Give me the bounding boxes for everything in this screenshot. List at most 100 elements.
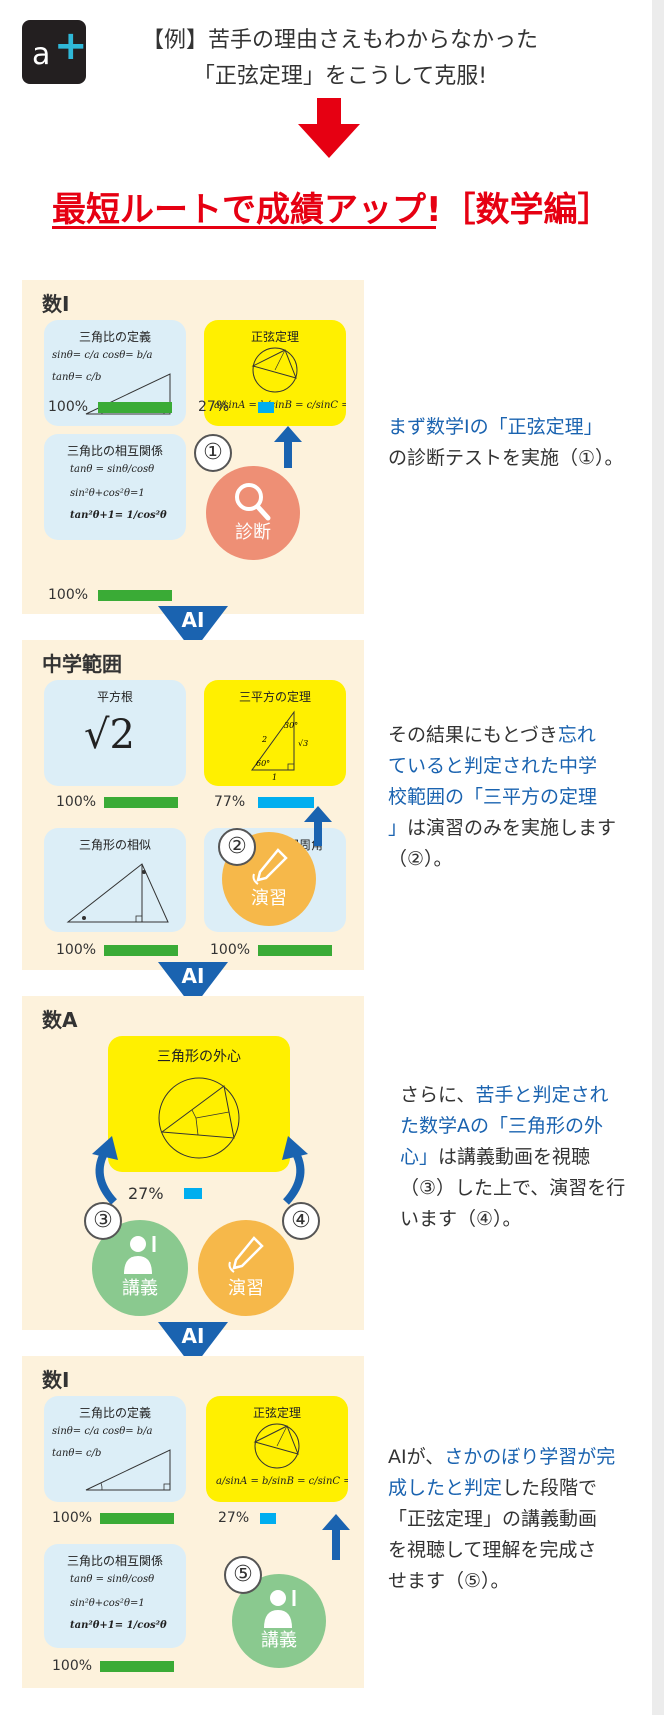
formula: tanθ = sinθ/cosθ: [70, 1574, 155, 1585]
card-title: 正弦定理: [252, 1406, 301, 1420]
card-pythagorean: 三平方の定理 30° 60° 2 √3 1: [204, 680, 346, 786]
up-arrow-icon: [322, 1514, 350, 1560]
formula: a/sinA = b/sinB = c/sinC = 2R: [216, 1476, 348, 1487]
formula: a/sinA = b/sinB = c/sinC = 2R: [214, 400, 346, 411]
desc-text: せます（⑤）。: [388, 1570, 510, 1592]
scrollbar[interactable]: [652, 0, 664, 1715]
desc-highlight: 苦手と判定され: [475, 1084, 609, 1106]
badge-label: 演習: [228, 1278, 264, 1299]
ai-arrow-icon: [158, 962, 228, 1008]
circle-triangle-figure: [251, 347, 298, 393]
progress-text: 27%: [218, 1510, 250, 1526]
card-title: 正弦定理: [250, 330, 299, 344]
svg-text:30°: 30°: [284, 721, 298, 730]
intro-line-1: 【例】苦手の理由さえもわからなかった: [141, 28, 538, 53]
up-arrow-icon: [304, 806, 332, 846]
sqrt-symbol: √2: [84, 712, 135, 758]
formula: tanθ= c/b: [52, 1448, 102, 1459]
headline: 最短ルートで成績アップ!［数学編］: [52, 190, 612, 230]
svg-text:1: 1: [272, 773, 277, 780]
triangle-30-60-figure: 30° 60° 2 √3 1: [251, 710, 308, 780]
similar-triangle-figure: [66, 863, 169, 923]
svg-text:2: 2: [261, 735, 267, 744]
badge-label: 講義: [122, 1278, 158, 1299]
ai-label: AI: [181, 964, 205, 988]
desc-text: （③）した上で、演習を行: [400, 1177, 626, 1199]
teacher-icon: [124, 1236, 156, 1274]
step-number: ②: [218, 828, 256, 866]
desc-highlight: 忘れ: [557, 724, 596, 746]
section-math1-lecture: 数Ⅰ 三角比の定義 sinθ= c/a cosθ= b/a tanθ= c/b …: [22, 1356, 364, 1688]
red-down-arrow-icon: [298, 98, 360, 158]
section-title: 数Ⅰ: [42, 292, 70, 316]
progress-text: 100%: [210, 942, 251, 958]
card-title: 平方根: [96, 690, 133, 704]
progress-bar: [98, 402, 172, 413]
card-circumcenter: 三角形の外心: [108, 1036, 290, 1172]
card-trig-definition: 三角比の定義 sinθ= c/a cosθ= b/a tanθ= c/b: [44, 1396, 186, 1502]
desc-text: AIが、: [388, 1446, 445, 1468]
card-trig-relations: 三角比の相互関係 tanθ = sinθ/cosθ sin²θ+cos²θ=1 …: [44, 434, 186, 540]
ai-arrow-icon: [158, 1322, 228, 1368]
card-title: 三角比の定義: [78, 330, 151, 344]
progress-text: 100%: [48, 399, 89, 415]
desc-text: さらに、: [400, 1084, 476, 1106]
up-arrow-icon: [274, 426, 302, 468]
step-number: ①: [194, 434, 232, 472]
progress-bar: [100, 1513, 174, 1524]
plus-icon: +: [54, 23, 88, 69]
formula: tanθ = sinθ/cosθ: [70, 464, 155, 475]
progress-bar: [100, 1661, 174, 1672]
card-title: 三角比の相互関係: [66, 444, 163, 458]
circle-triangle-figure: [253, 1423, 300, 1469]
magnifier-icon: [235, 483, 271, 521]
card-title: 三角比の相互関係: [66, 1554, 163, 1568]
progress-text: 77%: [214, 794, 246, 810]
desc-text: した段階で: [502, 1477, 598, 1499]
section-title: 中学範囲: [42, 652, 122, 676]
card-similar-triangles: 三角形の相似: [44, 828, 186, 932]
progress-text: 100%: [52, 1658, 93, 1674]
svg-text:√3: √3: [298, 739, 308, 748]
desc-text: の診断テストを実施（①）。: [388, 447, 624, 469]
pencil-icon: [252, 848, 288, 885]
section-math-a: 数A 三角形の外心 27% 講義 演習 ③ ④: [22, 996, 364, 1330]
section-math1-diagnosis: 数Ⅰ 三角比の定義 sinθ= c/a cosθ= b/a tanθ= c/b …: [22, 280, 364, 614]
progress-text: 100%: [48, 587, 89, 603]
progress-text: 100%: [52, 1510, 93, 1526]
section-title: 数Ⅰ: [42, 1368, 70, 1392]
section-junior-high: 中学範囲 平方根 √2 100% 三平方の定理 30° 60° 2 √3 1 7…: [22, 640, 364, 970]
curved-up-arrow-left-icon: [92, 1136, 118, 1205]
progress-bar: [258, 945, 332, 956]
desc-text: は講義動画を視聴: [438, 1146, 591, 1168]
logo-icon: a +: [22, 20, 88, 84]
card-title: 三角形の外心: [157, 1049, 241, 1065]
desc-text: を視聴して理解を完成さ: [388, 1539, 597, 1561]
card-title: 三角比の定義: [78, 1406, 151, 1420]
badge-label: 診断: [235, 522, 271, 543]
desc-highlight: 成したと判定: [388, 1477, 503, 1499]
progress-bar: [104, 945, 178, 956]
formula: tan²θ+1= 1/cos²θ: [70, 1620, 167, 1631]
badge-label: 演習: [251, 888, 287, 909]
badge-label: 講義: [261, 1630, 297, 1651]
formula: sinθ= c/a cosθ= b/a: [52, 1426, 153, 1437]
progress-bar: [98, 590, 172, 601]
desc-text: 「正弦定理」の講義動画: [388, 1508, 598, 1530]
desc-highlight: さかのぼり学習が完: [444, 1446, 616, 1468]
step-number: ③: [84, 1202, 122, 1240]
ai-arrow-icon: [158, 606, 228, 652]
desc-text: まず数学Ⅰの「正弦定理」: [388, 416, 603, 438]
card-title: 三平方の定理: [238, 690, 311, 704]
card-trig-relations: 三角比の相互関係 tanθ = sinθ/cosθ sin²θ+cos²θ=1 …: [44, 1544, 186, 1648]
curved-up-arrow-right-icon: [282, 1136, 308, 1205]
progress-bar: [260, 1513, 276, 1524]
practice-badge: 演習: [198, 1220, 294, 1316]
formula: tanθ= c/b: [52, 372, 102, 383]
formula: sin²θ+cos²θ=1: [70, 1598, 145, 1609]
desc-highlight: 」: [388, 817, 408, 839]
desc-text: その結果にもとづき: [388, 724, 558, 746]
desc-highlight: た数学Aの「三角形の外: [400, 1115, 603, 1137]
svg-text:60°: 60°: [256, 759, 270, 768]
progress-text: 27%: [198, 399, 230, 415]
